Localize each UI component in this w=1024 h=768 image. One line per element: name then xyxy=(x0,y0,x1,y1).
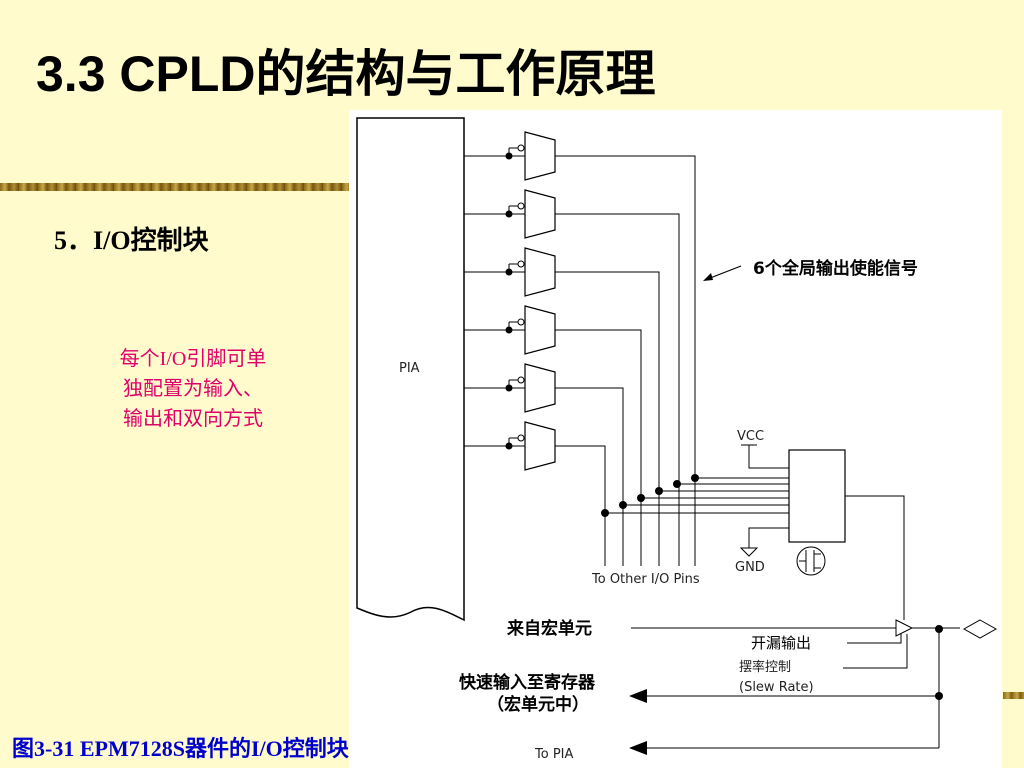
mux-5 xyxy=(524,363,556,413)
enable-signals-label: 6个全局输出使能信号 xyxy=(753,258,918,279)
enable-pointer-head xyxy=(703,273,713,281)
mux-6 xyxy=(524,421,556,471)
fast-input-label-1: 快速输入至寄存器 xyxy=(459,672,596,693)
mux-group xyxy=(524,131,556,471)
note-text: 每个I/O引脚可单 独配置为输入、 输出和双向方式 xyxy=(88,344,298,434)
junction-dots xyxy=(505,152,513,450)
section-heading: 5．I/O控制块 xyxy=(54,226,209,255)
note-line: 独配置为输入、 xyxy=(123,378,263,400)
pia-label: PIA xyxy=(399,361,420,376)
fast-input-label-2: （宏单元中） xyxy=(487,694,589,715)
mux-2 xyxy=(524,189,556,239)
mux-3 xyxy=(524,247,556,297)
io-control-diagram: PIA 6 xyxy=(349,110,1002,768)
to-pia-arrow xyxy=(629,741,647,755)
to-pia-label: To PIA xyxy=(534,747,573,762)
decorative-rule-right xyxy=(1003,692,1024,699)
other-io-label: To Other I/O Pins xyxy=(591,572,700,587)
mux-1 xyxy=(524,131,556,181)
control-bus xyxy=(605,477,789,514)
from-macrocell-label: 来自宏单元 xyxy=(506,618,592,639)
figure-caption: 图3-31 EPM7128S器件的I/O控制块 xyxy=(12,736,349,761)
fast-input-arrow xyxy=(629,689,647,703)
vcc-label: VCC xyxy=(737,429,764,444)
io-control-svg: PIA 6 xyxy=(356,117,998,762)
note-line: 每个I/O引脚可单 xyxy=(119,348,267,370)
pia-block xyxy=(356,117,465,622)
enable-bus-lines xyxy=(555,155,696,566)
mux-inputs xyxy=(464,147,525,447)
control-select-box xyxy=(788,449,846,543)
bus-junction-dots xyxy=(601,474,699,517)
output-buffer xyxy=(895,619,914,637)
gnd-symbol xyxy=(739,547,759,557)
mux-4 xyxy=(524,305,556,355)
open-drain-label: 开漏输出 xyxy=(751,634,811,652)
slew-cn-label: 摆率控制 xyxy=(739,659,791,675)
gnd-label: GND xyxy=(735,560,765,575)
inversion-bubbles xyxy=(517,144,525,442)
decorative-rule xyxy=(0,183,350,191)
slew-en-label: (Slew Rate) xyxy=(739,680,814,695)
slide-title: 3.3 CPLD的结构与工作原理 xyxy=(36,46,656,102)
note-line: 输出和双向方式 xyxy=(123,408,263,430)
io-pin-icon xyxy=(962,619,998,639)
